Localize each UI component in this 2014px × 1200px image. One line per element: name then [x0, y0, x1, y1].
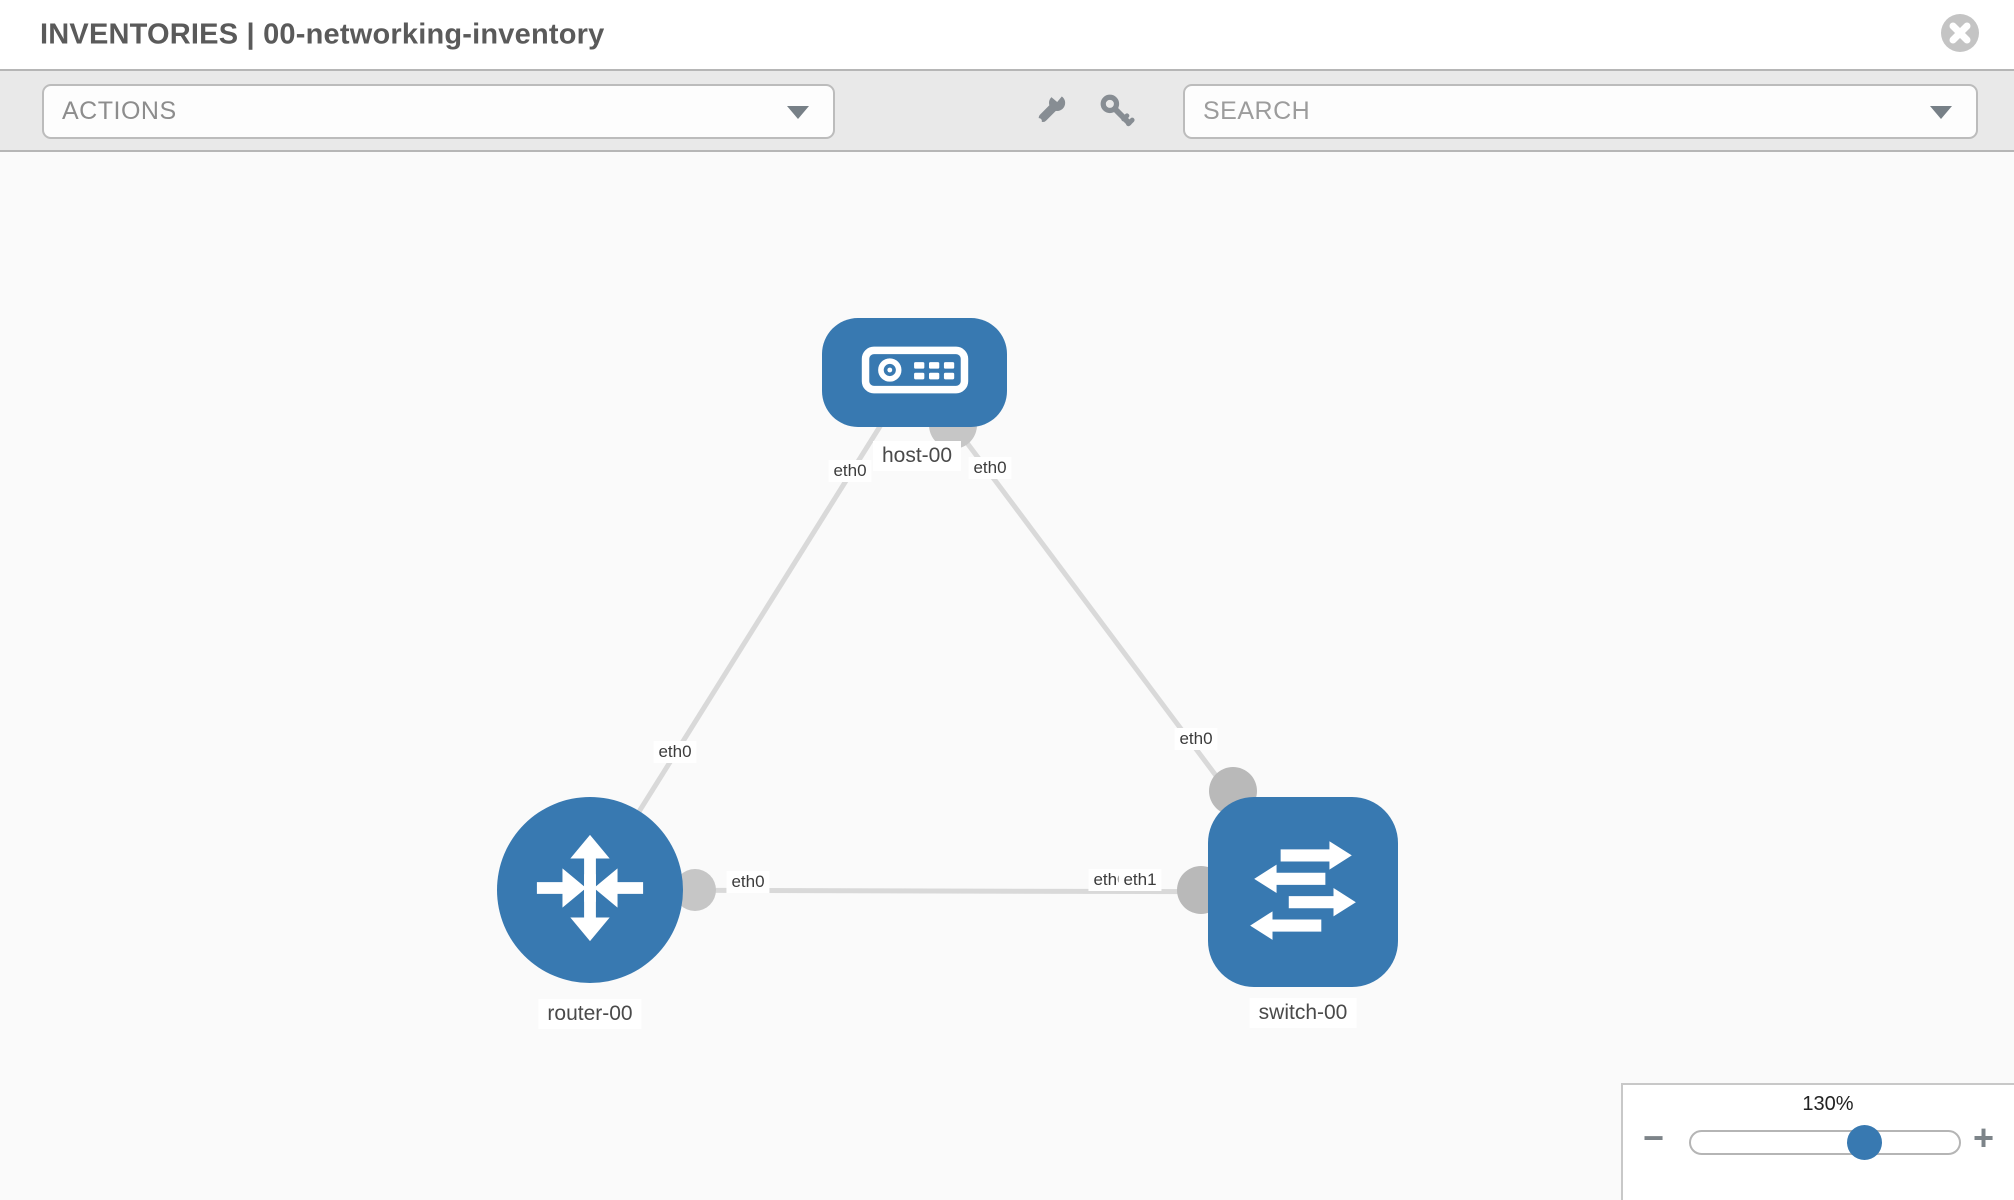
key-icon[interactable]	[1098, 92, 1136, 130]
search-dropdown[interactable]: SEARCH	[1183, 84, 1978, 139]
switch-icon	[1242, 829, 1364, 956]
zoom-slider-track[interactable]	[1689, 1130, 1961, 1155]
link-host-router	[587, 370, 917, 892]
interface-label: eth0	[828, 460, 872, 482]
host-icon	[859, 341, 971, 404]
topology-canvas[interactable]: host-00 router-00 switch-00 eth0 eth0 et…	[0, 152, 2014, 1200]
port-circle-router	[674, 869, 716, 911]
page-title: INVENTORIES | 00-networking-inventory	[40, 18, 605, 50]
page-header: INVENTORIES | 00-networking-inventory	[0, 0, 2014, 69]
search-placeholder: SEARCH	[1203, 97, 1311, 125]
zoom-level-value: 130%	[1802, 1093, 1854, 1115]
interface-label: eth0	[1174, 728, 1218, 750]
zoom-slider-thumb[interactable]	[1847, 1125, 1882, 1160]
close-button[interactable]	[1940, 13, 1980, 53]
node-label-host: host-00	[872, 441, 962, 471]
zoom-out-button[interactable]: −	[1643, 1117, 1665, 1158]
links-layer	[587, 370, 1306, 914]
chevron-down-icon	[787, 105, 809, 119]
toolbar: ACTIONS S	[0, 69, 2014, 152]
interface-label: eth0	[726, 871, 770, 893]
node-router[interactable]	[497, 797, 683, 983]
actions-dropdown-label: ACTIONS	[62, 97, 177, 125]
chevron-down-icon	[1930, 105, 1952, 119]
node-host[interactable]	[822, 318, 1007, 427]
node-switch[interactable]	[1208, 797, 1398, 987]
actions-dropdown[interactable]: ACTIONS	[42, 84, 835, 139]
close-icon	[1940, 14, 1980, 57]
interface-label: eth0	[653, 741, 697, 763]
node-label-switch: switch-00	[1249, 998, 1357, 1028]
node-label-router: router-00	[538, 999, 642, 1029]
router-icon	[531, 829, 649, 952]
toolbar-tools	[1030, 71, 1136, 150]
zoom-in-button[interactable]: +	[1973, 1117, 1995, 1158]
wrench-icon[interactable]	[1030, 87, 1068, 130]
interface-label: eth0	[968, 457, 1012, 479]
interface-label: eth1	[1118, 869, 1162, 891]
zoom-control-panel: 130% − +	[1621, 1083, 2014, 1200]
